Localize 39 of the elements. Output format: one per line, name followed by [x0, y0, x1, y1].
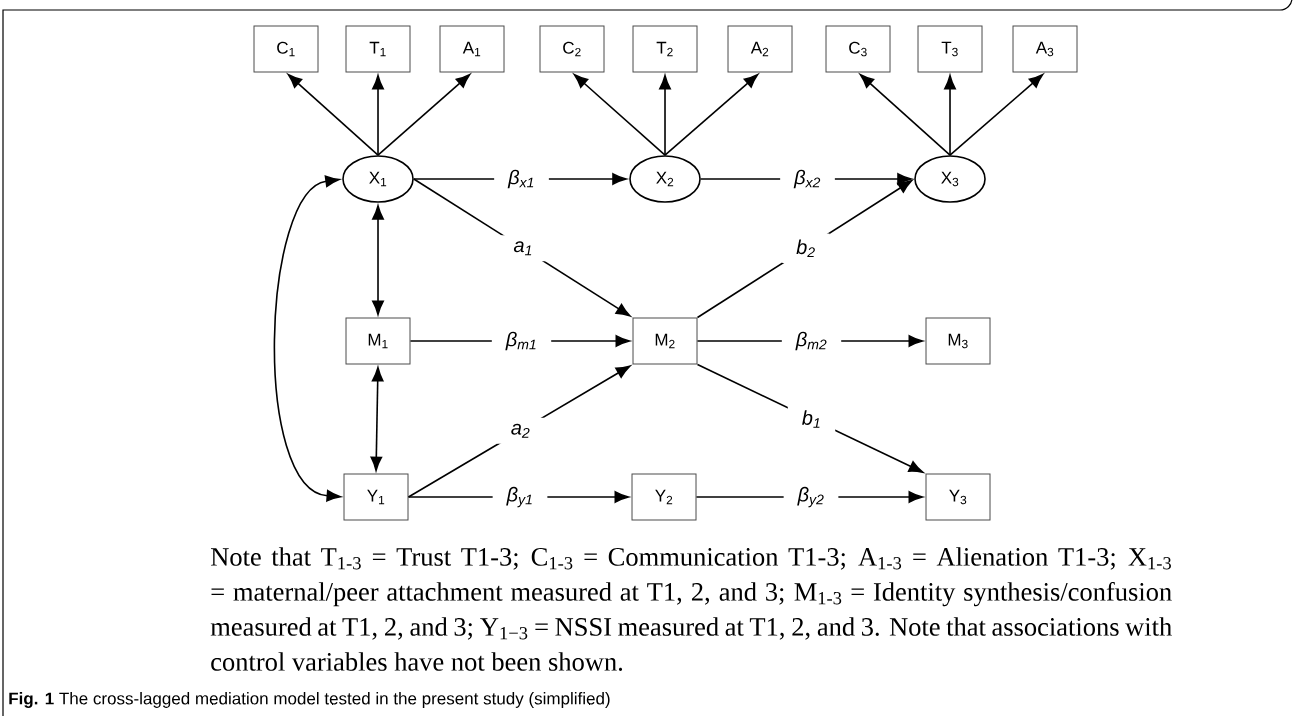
arrow	[573, 73, 666, 156]
edge-label: β$_{m1}$	[491, 325, 552, 357]
arrow	[944, 74, 956, 156]
edge-label: β$_{y2}$	[783, 480, 839, 514]
variable-box: C$_{2}$	[539, 25, 605, 73]
variable-box: C$_{1}$	[253, 25, 319, 73]
variable-box: Y$_{1}$	[343, 473, 409, 521]
arrow	[949, 73, 1044, 156]
edge-label: β$_{x1}$	[494, 163, 549, 195]
edge-label: a$_{1}$	[499, 235, 547, 262]
edge-label: b$_{2}$	[782, 233, 830, 264]
variable-box: T$_{1}$	[345, 25, 411, 73]
variable-box: C$_{3}$	[825, 25, 891, 73]
edge-label: b$_{1}$	[787, 404, 836, 434]
variable-box: A$_{1}$	[439, 25, 505, 73]
note-text: Note that T$_{1-3}$ = Trust T1-3; C$_{1-3}$ = Communication T1-3; A$_{1-3}$ = Alienation T1-3; X$_{1-3}$ = maternal/peer attachment measured at T1, 2, and 3; M$_{1-3}$ = Identity synthesis/confusion measured at T1, 2, and 3; Y$_{1−3}$ = NSSI measured at T1, 2, and 3. Note that associations with control variables have not been shown.	[210, 547, 1172, 671]
caption: Fig. 1 The cross-lagged mediation model tested in the present study (simplified)	[9, 692, 610, 708]
arrow	[377, 73, 471, 156]
variable-box: M$_{1}$	[345, 317, 411, 365]
arrow	[370, 366, 384, 472]
variable-box: Y$_{2}$	[631, 473, 697, 521]
arrow	[659, 74, 671, 156]
edge-label: β$_{x2}$	[780, 163, 835, 195]
arrow	[664, 73, 759, 156]
arrow	[859, 73, 951, 156]
arrow	[372, 74, 384, 156]
edge-label: β$_{m2}$	[781, 325, 842, 357]
variable-box: Y$_{3}$	[925, 473, 991, 521]
variable-box: A$_{3}$	[1012, 25, 1078, 73]
edge-label: β$_{y1}$	[492, 480, 548, 514]
variable-box: T$_{2}$	[632, 25, 698, 73]
variable-box: T$_{3}$	[917, 25, 983, 73]
variable-box: M$_{3}$	[925, 317, 991, 365]
variable-box: M$_{2}$	[632, 317, 698, 365]
arrow	[372, 205, 384, 316]
variable-box: A$_{2}$	[727, 25, 793, 73]
arrow	[273, 175, 342, 502]
arrow	[287, 73, 379, 156]
edge-label: a$_{2}$	[496, 417, 545, 444]
